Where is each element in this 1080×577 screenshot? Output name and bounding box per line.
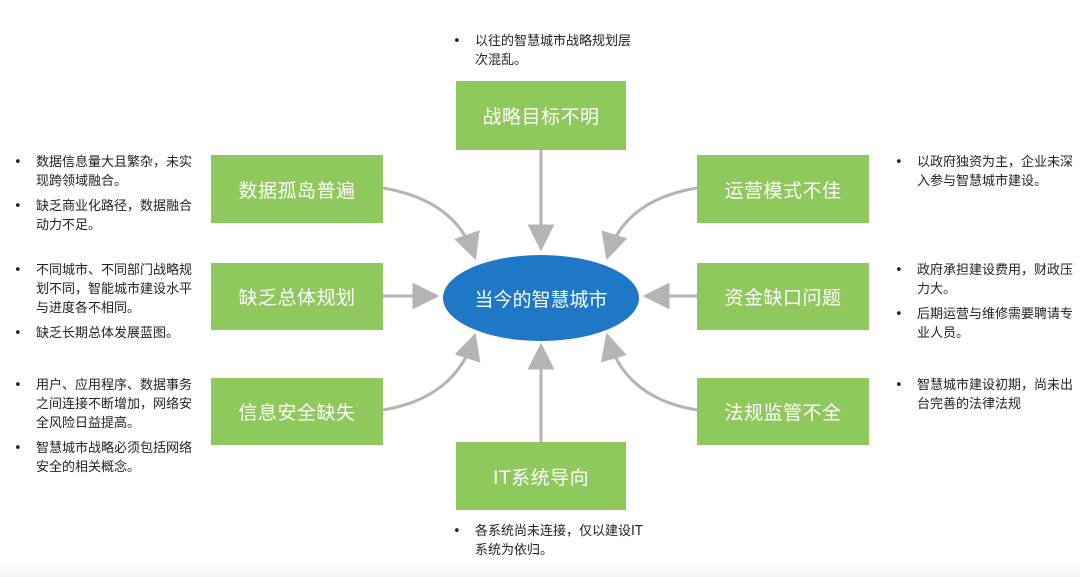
box-bottom: IT系统导向 (456, 442, 626, 510)
box-left3: 信息安全缺失 (211, 378, 383, 445)
box-left1: 数据孤岛普遍 (211, 155, 383, 223)
notes-right2: •政府承担建设费用，财政压力大。 •后期运营与维修需要聘请专业人员。 (895, 261, 1075, 349)
note-item: •以政府独资为主，企业未深入参与智慧城市建设。 (895, 155, 1074, 189)
arrow-left1 (382, 186, 480, 261)
arrow-right1 (601, 186, 698, 261)
bottom-fade (0, 562, 1080, 577)
notes-right3: •智慧城市建设初期，尚未出台完善的法律法规 (895, 376, 1075, 420)
note-item: •智慧城市建设初期，尚未出台完善的法律法规 (895, 378, 1074, 412)
note-item: •政府承担建设费用，财政压力大。 (895, 263, 1074, 297)
arrow-left3 (382, 332, 481, 412)
box-right3: 法规监管不全 (697, 378, 869, 445)
notes-top: •以往的智慧城市战略规划层次混乱。 (453, 32, 643, 76)
note-item: •用户、应用程序、数据事务之间连接不断增加，网络安全风险日益提高。 (14, 378, 193, 431)
note-item: •各系统尚未连接，仅以建设IT系统为依归。 (453, 524, 643, 558)
note-item: •后期运营与维修需要聘请专业人员。 (895, 307, 1074, 341)
notes-left2: •不同城市、不同部门战略规划不同，智能城市建设水平与进度各不相同。 •缺乏长期总… (14, 261, 200, 349)
box-right2: 资金缺口问题 (697, 263, 869, 330)
note-item: •智慧城市战略必须包括网络安全的相关概念。 (14, 441, 193, 475)
notes-bottom: •各系统尚未连接，仅以建设IT系统为依归。 (453, 522, 643, 566)
notes-left3: •用户、应用程序、数据事务之间连接不断增加，网络安全风险日益提高。 •智慧城市战… (14, 376, 200, 483)
notes-left1: •数据信息量大且繁杂，未实现跨领域融合。 •缺乏商业化路径，数据融合动力不足。 (14, 153, 200, 241)
note-item: •数据信息量大且繁杂，未实现跨领域融合。 (14, 155, 193, 189)
arrow-right3 (600, 332, 698, 412)
note-item: •缺乏长期总体发展蓝图。 (14, 326, 180, 341)
center-ellipse: 当今的智慧城市 (443, 255, 639, 341)
note-item: •以往的智慧城市战略规划层次混乱。 (453, 34, 632, 68)
box-right1: 运营模式不佳 (697, 155, 869, 223)
box-top: 战略目标不明 (456, 81, 626, 150)
note-item: •缺乏商业化路径，数据融合动力不足。 (14, 199, 193, 233)
box-left2: 缺乏总体规划 (211, 263, 383, 330)
note-item: •不同城市、不同部门战略规划不同，智能城市建设水平与进度各不相同。 (14, 263, 193, 316)
notes-right1: •以政府独资为主，企业未深入参与智慧城市建设。 (895, 153, 1075, 197)
